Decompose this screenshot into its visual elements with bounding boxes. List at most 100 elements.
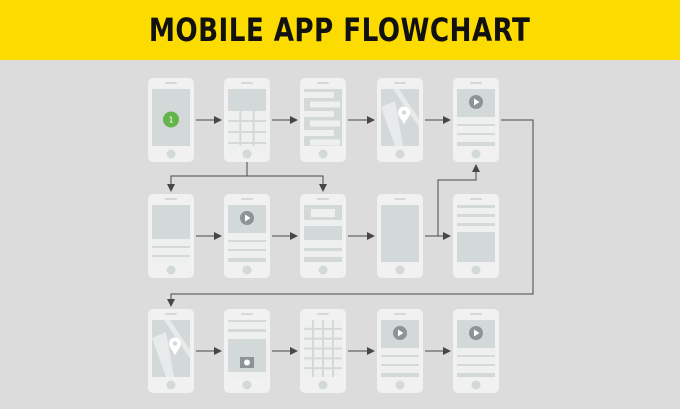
grid-tile — [334, 329, 342, 338]
phone-screen-s13 — [300, 309, 346, 393]
list-row — [228, 332, 266, 339]
home-button — [318, 380, 328, 390]
home-button — [166, 149, 176, 159]
grid-tile — [228, 133, 240, 142]
play-triangle — [398, 329, 404, 337]
list-row — [228, 242, 266, 249]
grid-tile — [304, 359, 312, 368]
phone-screen-s5 — [453, 78, 499, 162]
grid-tile — [324, 320, 332, 328]
grid-tile — [314, 320, 322, 328]
flow-connectors — [167, 116, 534, 355]
list-bar — [304, 130, 334, 136]
list-row — [228, 251, 266, 258]
list-row — [457, 126, 495, 133]
list-row — [457, 357, 495, 364]
flow-arrow-s2-s8 — [246, 162, 327, 192]
list-row — [457, 366, 495, 373]
home-button — [242, 265, 252, 275]
header-image — [228, 89, 266, 109]
grid-tile — [254, 122, 266, 131]
phone-screen-s15 — [453, 309, 499, 393]
home-button — [395, 149, 405, 159]
content-row — [457, 226, 495, 232]
map-road — [381, 101, 403, 146]
grid-tile — [254, 111, 266, 120]
phone-display — [457, 205, 495, 262]
grid-tile — [314, 329, 322, 338]
flow-arrow-s5-s11 — [167, 119, 534, 307]
form-header — [311, 209, 335, 217]
home-button — [166, 265, 176, 275]
phone-speaker — [317, 82, 329, 84]
grid-tile — [254, 133, 266, 142]
phone-screen-s8 — [300, 194, 346, 278]
phone-screen-s2 — [224, 78, 270, 162]
start-badge — [163, 111, 179, 128]
phone-screen-s7 — [224, 194, 270, 278]
list-bar — [304, 92, 334, 98]
grid-tile — [314, 369, 322, 377]
list-row — [457, 144, 495, 146]
list-row — [228, 233, 266, 240]
list-row — [381, 375, 419, 377]
grid-tile — [304, 320, 312, 328]
grid-tile — [228, 122, 240, 131]
home-button — [471, 265, 481, 275]
phone-speaker — [241, 82, 253, 84]
list-bar — [310, 139, 340, 146]
phone-display — [304, 89, 342, 146]
home-button — [395, 380, 405, 390]
grid-tile — [241, 133, 253, 142]
phone-speaker — [470, 82, 482, 84]
phone-speaker — [394, 82, 406, 84]
phone-speaker — [165, 313, 177, 315]
list-row — [152, 239, 190, 246]
grid-tile — [314, 339, 322, 348]
grid-tile — [254, 144, 266, 153]
page-title: MOBILE APP FLOWCHART — [149, 11, 531, 49]
form-field — [304, 229, 342, 237]
phone-speaker — [241, 313, 253, 315]
screens-group: 1 — [148, 78, 499, 393]
phone-display — [381, 205, 419, 262]
phone-speaker — [470, 313, 482, 315]
phone-screen-s1: 1 — [148, 78, 194, 162]
grid-tile — [304, 369, 312, 377]
list-bar — [304, 111, 334, 117]
grid-tile — [304, 339, 312, 348]
phone-speaker — [317, 313, 329, 315]
home-button — [242, 380, 252, 390]
play-triangle — [245, 214, 251, 222]
title-banner: MOBILE APP FLOWCHART — [0, 0, 680, 60]
home-button — [395, 265, 405, 275]
grid-tile — [324, 349, 332, 358]
grid-tile — [334, 369, 342, 377]
list-row — [152, 248, 190, 255]
grid-tile — [324, 339, 332, 348]
play-triangle — [474, 98, 480, 106]
list-row — [228, 372, 266, 379]
form-button — [304, 251, 342, 257]
list-row — [381, 348, 419, 355]
home-button — [166, 380, 176, 390]
phone-speaker — [241, 198, 253, 200]
list-row — [457, 135, 495, 142]
play-triangle — [474, 329, 480, 337]
phone-speaker — [394, 313, 406, 315]
grid-tile — [241, 144, 253, 153]
home-button — [318, 265, 328, 275]
list-bar — [310, 101, 340, 108]
grid-tile — [228, 111, 240, 120]
list-row — [381, 366, 419, 373]
grid-tile — [228, 144, 240, 153]
phone-screen-s11 — [148, 309, 194, 393]
phone-speaker — [165, 82, 177, 84]
map-pin-dot — [401, 110, 407, 115]
form-field — [304, 220, 342, 226]
map-pin-dot — [172, 341, 178, 346]
list-row — [381, 357, 419, 364]
grid-tile — [334, 320, 342, 328]
flow-arrow-s9-s5 — [425, 164, 480, 237]
phone-screen-s14 — [377, 309, 423, 393]
